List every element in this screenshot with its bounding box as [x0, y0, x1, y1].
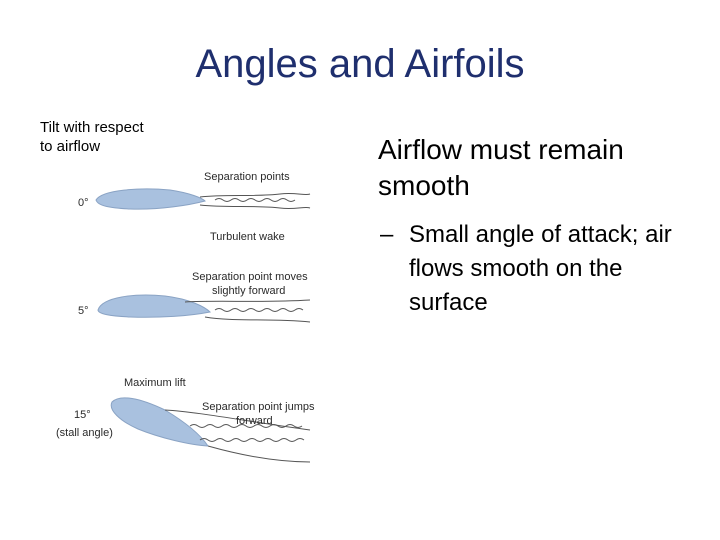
bullet-sub-text: Small angle of attack; air flows smooth …	[409, 221, 672, 316]
wake-5	[184, 299, 311, 323]
separation-moves-label-2: slightly forward	[212, 285, 285, 297]
airfoil-0	[95, 188, 206, 210]
wake-15	[164, 409, 311, 463]
airfoil-diagram: 0° Separation points Turbulent wake 5° S…	[56, 171, 315, 463]
stall-angle-label: (stall angle)	[56, 427, 113, 439]
airfoil-5	[97, 294, 212, 318]
side-label: Tilt with respect to airflow	[40, 119, 144, 155]
bullet-main: Airflow must remain smooth	[378, 134, 624, 201]
panel-5-degrees: 5° Separation point moves slightly forwa…	[78, 271, 311, 323]
angle-label-5: 5°	[78, 305, 89, 317]
bullet-sub: – Small angle of attack; air flows smoot…	[380, 218, 700, 320]
separation-moves-label-1: Separation point moves	[192, 271, 308, 283]
separation-points-label: Separation points	[204, 171, 290, 183]
separation-jumps-label-1: Separation point jumps	[202, 401, 315, 413]
panel-0-degrees: 0° Separation points Turbulent wake	[78, 171, 311, 243]
panel-15-degrees: Maximum lift 15° (stall angle) Separatio…	[56, 377, 315, 463]
wake-0	[199, 192, 311, 210]
airfoil-15	[110, 397, 209, 447]
slide-title: Angles and Airfoils	[195, 42, 525, 86]
bullet-sub-marker: –	[380, 221, 394, 248]
separation-jumps-label-2: forward	[236, 415, 273, 427]
angle-label-0: 0°	[78, 197, 89, 209]
angle-label-15: 15°	[74, 409, 91, 421]
maximum-lift-label: Maximum lift	[124, 377, 186, 389]
turbulent-wake-label: Turbulent wake	[210, 231, 285, 243]
